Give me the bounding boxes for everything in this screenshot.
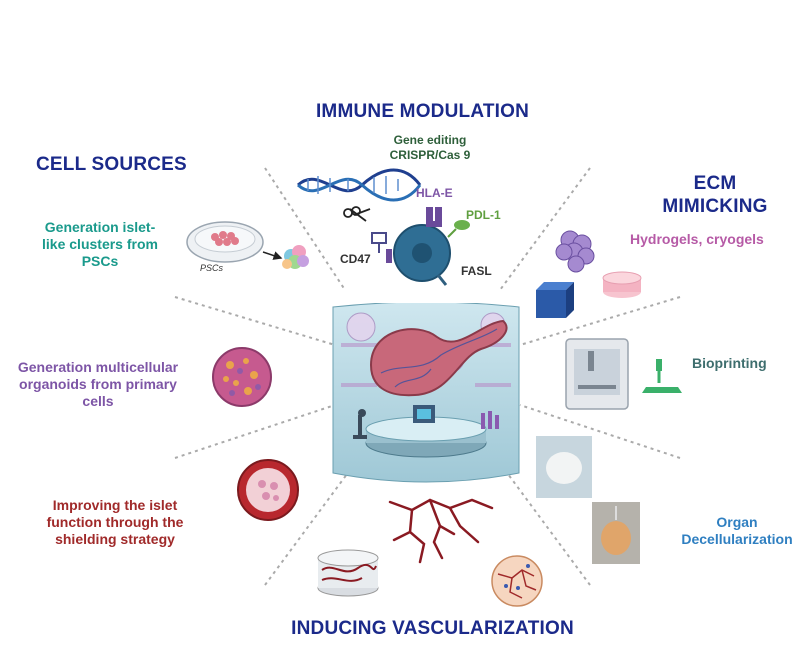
divider-right-lower: [519, 404, 681, 459]
multicellular-line3: cells: [82, 393, 114, 409]
immune-cell-illustration: [296, 168, 470, 286]
generation-islet-line2: like clusters from: [42, 236, 158, 252]
organ-decell-line1: Organ: [716, 514, 758, 530]
organ-decellularization-label: Organ Decellularization: [672, 514, 802, 548]
hla-e-receptor-icon: [426, 207, 433, 223]
shielded-islet-illustration: [237, 459, 299, 521]
divider-left-lower: [174, 404, 336, 459]
pdl-1-label: PDL-1: [466, 208, 501, 222]
heading-ecm-line2: MIMICKING: [662, 196, 768, 217]
pdl-1-icon: [447, 228, 457, 238]
bioprinter-illustration: [565, 338, 682, 410]
bioprinting-label: Bioprinting: [692, 355, 767, 371]
heading-cell-sources: CELL SOURCES: [36, 154, 187, 175]
shielding-line2: function through the: [46, 514, 184, 530]
pancreas-icon: [369, 319, 508, 397]
heading-inducing-vascularization: INDUCING VASCULARIZATION: [291, 618, 574, 639]
divider-bottom-right: [504, 469, 591, 586]
islet-cluster-icon: [282, 245, 309, 269]
shielding-line3: shielding strategy: [55, 531, 175, 547]
organoid-illustration: [212, 347, 272, 407]
gene-editing-line1: Gene editing: [393, 133, 467, 147]
organ-decell-line2: Decellularization: [681, 531, 793, 547]
vascular-network-icon: [388, 498, 494, 564]
scissors-icon: [343, 206, 371, 222]
gene-editing-label: Gene editing CRISPR/Cas 9: [375, 133, 485, 163]
generation-islet-label: Generation islet- like clusters from PSC…: [20, 219, 180, 270]
bioprinting-nozzle-icon: [642, 359, 682, 393]
divider-bottom-left: [264, 469, 351, 586]
microscope-icon: [353, 409, 367, 439]
psc-dish-label: PSCs: [200, 263, 224, 273]
heading-immune-modulation: IMMUNE MODULATION: [315, 101, 530, 122]
hydrogels-label: Hydrogels, cryogels: [630, 231, 764, 247]
generation-islet-line1: Generation islet-: [44, 219, 156, 235]
gene-editing-line2: CRISPR/Cas 9: [389, 148, 471, 162]
cd47-receptor-icon: [371, 232, 392, 263]
organoid-icon: [212, 347, 272, 407]
divider-top-right: [499, 167, 591, 291]
shielding-strategy-label: Improving the islet function through the…: [30, 497, 200, 548]
arrow-icon: [262, 251, 283, 260]
hydrogel-illustration: [536, 230, 642, 318]
divider-left-upper: [174, 296, 336, 346]
psc-dish-illustration: [186, 221, 309, 269]
vascularized-organoid-illustration: [491, 555, 543, 607]
generation-islet-line3: PSCs: [81, 253, 119, 269]
dna-helix-icon: [296, 168, 422, 202]
multicellular-organoid-label: Generation multicellular organoids from …: [3, 359, 193, 410]
hydrogel-icon: [555, 230, 595, 273]
fasl-label: FASL: [461, 264, 492, 278]
bioprinter-icon: [565, 338, 629, 410]
shielding-line1: Improving the islet: [52, 497, 178, 513]
multicellular-line1: Generation multicellular: [17, 359, 179, 375]
heading-ecm-line1: ECM: [693, 173, 737, 194]
vascularized-scaffold-icon: [317, 549, 379, 597]
lab-bench-icon: [365, 405, 487, 458]
divider-top-left: [264, 167, 346, 291]
vascularized-scaffold-illustration: [317, 549, 379, 597]
scaffold-cube-icon: [536, 282, 574, 318]
vascularized-organoid-icon: [491, 555, 543, 607]
multicellular-line2: organoids from primary: [19, 376, 177, 392]
cd47-label: CD47: [340, 252, 371, 266]
decellularization-illustration: [536, 436, 640, 564]
fasl-icon: [436, 274, 448, 286]
cryogel-icon: [602, 271, 642, 298]
hla-e-label: HLA-E: [416, 186, 453, 200]
test-tubes-icon: [481, 411, 499, 429]
heading-ecm-mimicking: ECM MIMICKING: [640, 172, 790, 218]
vascular-network-illustration: [388, 498, 494, 564]
central-lab-illustration: [332, 303, 520, 483]
